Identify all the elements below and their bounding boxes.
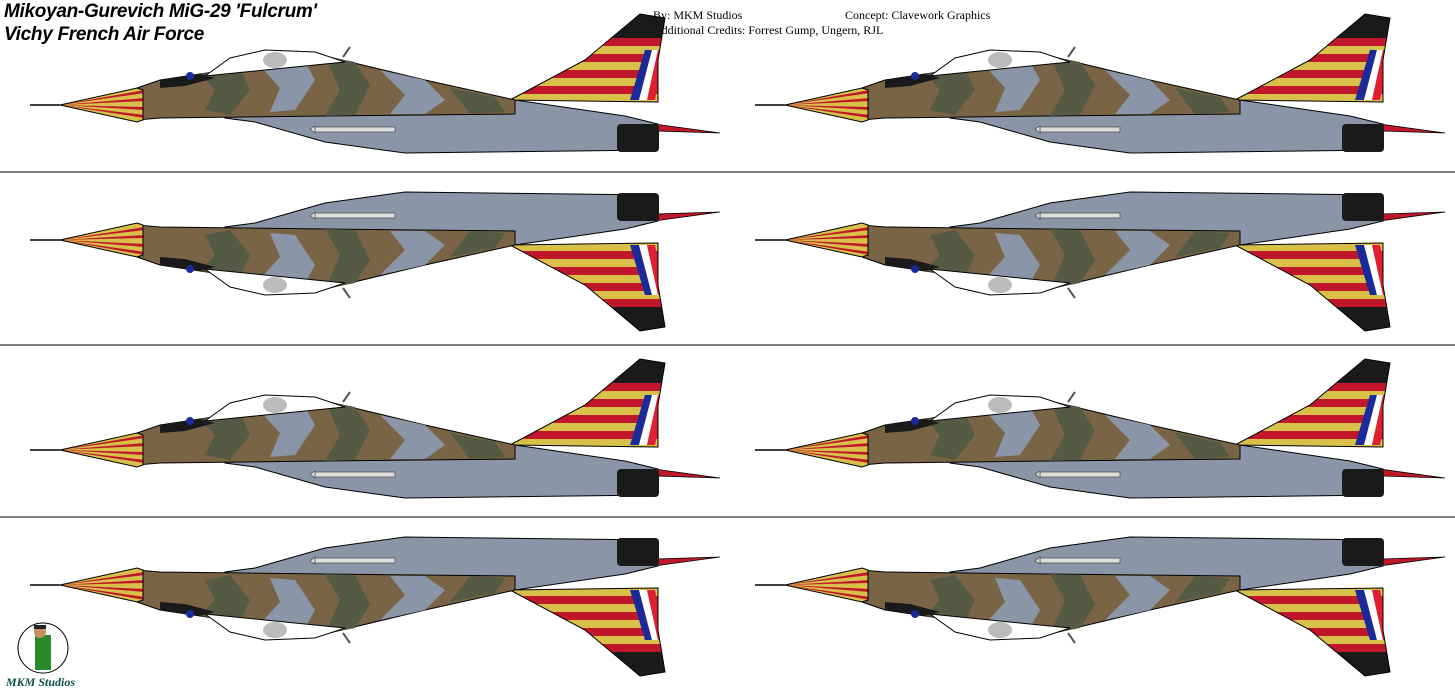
title-line2: Vichy French Air Force	[4, 24, 204, 45]
aircraft-profile-7	[30, 537, 720, 680]
aircraft-profile-8	[755, 537, 1445, 680]
aircraft-profile-4	[755, 192, 1445, 335]
title-line1: Mikoyan-Gurevich MiG-29 'Fulcrum'	[4, 1, 317, 22]
aircraft-profile-3	[30, 192, 720, 335]
mkm-logo	[17, 622, 69, 674]
aircraft-profile-1	[30, 10, 720, 153]
aircraft-profile-5	[30, 355, 720, 498]
aircraft-profile-6	[755, 355, 1445, 498]
credit-concept: Concept: Clavework Graphics	[845, 8, 991, 22]
credit-additional: Additional Credits: Forrest Gump, Ungern…	[653, 23, 884, 37]
credit-by: By: MKM Studios	[653, 8, 743, 22]
aircraft-profile-2	[755, 10, 1445, 153]
logo-text: MKM Studios	[6, 675, 76, 689]
